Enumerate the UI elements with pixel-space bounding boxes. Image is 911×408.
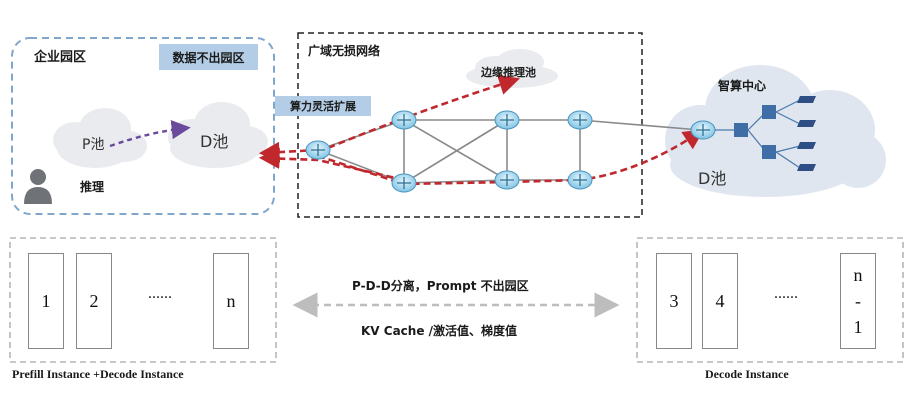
decode-ellipsis: ...... [774,285,798,302]
decode-caption: Decode Instance [705,367,789,381]
decode-last-line: 1 [853,317,863,337]
inference-label: 推理 [80,180,105,194]
user-icon [24,169,52,204]
prefill-instance-box: 2 [76,253,112,349]
switch-icon [762,105,776,119]
decode-last-line: - [855,291,861,311]
edge-pool-label: 边缘推理池 [481,66,536,79]
decode-instance-group [636,237,904,363]
decode-instance-box-last: n - 1 [840,253,876,349]
decode-instance-box: 4 [702,253,738,349]
p-pool-cloud [53,108,147,168]
router-icon [494,110,520,130]
prefill-caption: Prefill Instance +Decode Instance [12,367,184,381]
datacenter-title: 智算中心 [718,79,767,93]
router-icon [494,170,520,190]
enterprise-campus-box [11,37,275,215]
datacenter-d-pool-label: D池 [698,169,727,188]
data-stays-badge: 数据不出园区 [159,44,258,70]
enterprise-title: 企业园区 [34,50,87,65]
router-icon [391,173,417,193]
server-icon [797,96,816,171]
d-pool-label: D池 [200,132,229,151]
p-to-d-arrow [109,120,191,148]
decode-instance-box: 3 [656,253,692,349]
wan-title: 广域无损网络 [308,44,381,58]
switch-icon [734,123,748,137]
router-icon [305,140,331,160]
prefill-ellipsis: ...... [148,285,172,302]
decode-last-line: n [853,265,863,285]
compute-expand-tag: 算力灵活扩展 [275,96,371,116]
router-icon [567,170,593,190]
network-diagram [11,32,886,218]
router-icon [567,110,593,130]
instance-diagram [9,237,904,363]
p-pool-label: P池 [82,137,105,153]
switch-icon [762,145,776,159]
prefill-instance-box: 1 [28,253,64,349]
router-icon [690,120,716,140]
prefill-instance-group [9,237,277,363]
pdd-separation-label: P-D-D分离，Prompt 不出园区 [352,279,529,293]
prefill-instance-box: n [213,253,249,349]
kv-cache-label: KV Cache /激活值、梯度值 [361,324,518,338]
router-icon [391,110,417,130]
